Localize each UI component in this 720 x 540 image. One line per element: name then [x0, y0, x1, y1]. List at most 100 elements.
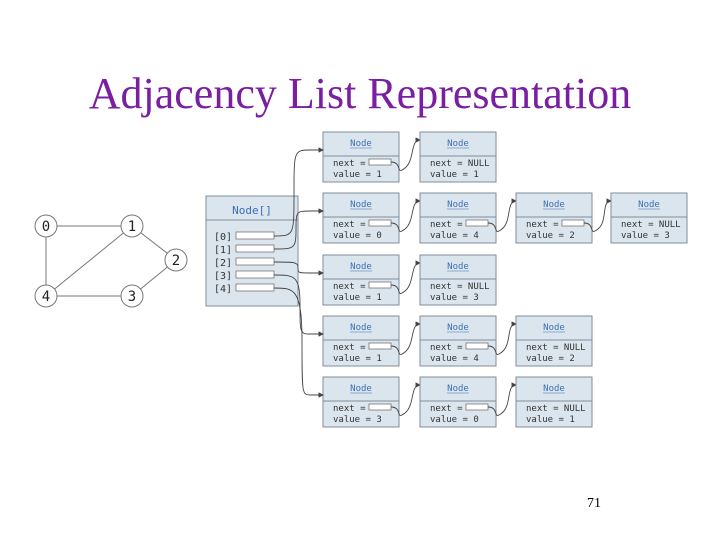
- list-node-header: Node: [543, 200, 565, 210]
- list-node-box: [610, 192, 688, 244]
- list-node: Node next =value = 3: [322, 376, 400, 428]
- list-node: Node next =value = 2: [515, 192, 593, 244]
- node-array-slot-label: [4]: [214, 284, 232, 295]
- list-node-header: Node: [350, 323, 372, 333]
- list-node-value: value = 2: [526, 231, 575, 241]
- list-node-box: [419, 315, 497, 367]
- list-node-next-label: next =: [430, 404, 463, 414]
- page-number: 71: [587, 496, 601, 511]
- list-node-header: Node: [350, 139, 372, 149]
- head-pointer-arrow: [273, 208, 324, 250]
- graph-vertex: [34, 284, 58, 308]
- node-array-slot-label: [1]: [214, 245, 232, 256]
- list-node: Node next =value = 1: [322, 131, 400, 183]
- pointer-cell: [368, 281, 392, 289]
- node-array-slot-label: [0]: [214, 232, 232, 243]
- node-array-slot-label: [2]: [214, 258, 232, 269]
- list-node-next-label: next =: [430, 220, 463, 230]
- graph-vertex-label: 2: [172, 253, 180, 269]
- list-node-value: value = 1: [526, 415, 575, 425]
- list-node-header: Node: [447, 262, 469, 272]
- next-pointer-arrow: [390, 321, 421, 355]
- next-pointer-arrow: [487, 198, 517, 232]
- list-node-next-label: next = NULL: [430, 159, 490, 169]
- pointer-cell: [368, 158, 392, 166]
- list-node-box: [515, 192, 593, 244]
- pointer-cell: [465, 403, 489, 411]
- pointer-cell: [235, 283, 275, 292]
- list-node-header: Node: [638, 200, 660, 210]
- list-node-value: value = 0: [430, 415, 479, 425]
- list-node-box: [419, 376, 497, 428]
- next-pointer-arrow: [390, 137, 421, 171]
- list-node-next-label: next =: [333, 159, 366, 169]
- list-node-box: [515, 376, 593, 428]
- head-pointer-arrow: [273, 274, 324, 337]
- list-node-value: value = 1: [333, 293, 382, 303]
- graph-vertex: [120, 284, 144, 308]
- list-node-box: [322, 376, 400, 428]
- list-node-next-label: next =: [333, 404, 366, 414]
- list-node-box: [515, 315, 593, 367]
- list-node-box: [419, 254, 497, 306]
- list-node-box: [322, 131, 400, 183]
- list-node-next-label: next =: [430, 343, 463, 353]
- graph-vertex-label: 3: [128, 289, 136, 305]
- list-node-header: Node: [350, 200, 372, 210]
- list-node-header: Node: [447, 200, 469, 210]
- list-node-next-label: next = NULL: [526, 404, 586, 414]
- list-node: Node next =value = 4: [419, 192, 497, 244]
- node-array-title: Node[]: [232, 204, 272, 217]
- next-pointer-arrow: [583, 198, 612, 232]
- next-pointer-arrow: [390, 198, 421, 232]
- list-node-next-label: next = NULL: [526, 343, 586, 353]
- list-node-header: Node: [543, 323, 565, 333]
- list-node-value: value = 3: [333, 415, 382, 425]
- list-node-box: [322, 315, 400, 367]
- list-node-next-label: next =: [333, 282, 366, 292]
- pointer-cell: [465, 219, 489, 227]
- head-pointer-arrow: [273, 287, 324, 398]
- next-pointer-arrow: [390, 382, 421, 416]
- list-node-header: Node: [350, 384, 372, 394]
- pointer-cell: [235, 231, 275, 240]
- graph-vertex-label: 1: [128, 219, 136, 235]
- list-node-header: Node: [447, 139, 469, 149]
- list-node-box: [322, 254, 400, 306]
- head-pointer-arrow: [273, 261, 324, 276]
- list-node-value: value = 1: [430, 170, 479, 180]
- graph-vertex: [34, 214, 58, 238]
- head-pointer-arrow: [273, 147, 324, 237]
- list-node-value: value = 1: [333, 170, 382, 180]
- slide-title: Adjacency List Representation: [88, 69, 632, 118]
- list-node-next-label: next =: [333, 220, 366, 230]
- next-pointer-arrow: [487, 321, 517, 355]
- list-node-next-label: next =: [333, 343, 366, 353]
- list-node-value: value = 3: [430, 293, 479, 303]
- list-node-header: Node: [543, 384, 565, 394]
- graph-vertex: [164, 248, 188, 272]
- list-node-next-label: next =: [526, 220, 559, 230]
- pointer-cell: [368, 403, 392, 411]
- list-node: Node next =value = 0: [322, 192, 400, 244]
- pointer-cell: [368, 342, 392, 350]
- list-node-value: value = 4: [430, 231, 479, 241]
- list-node-next-label: next = NULL: [621, 220, 681, 230]
- pointer-cell: [235, 257, 275, 266]
- graph-vertex-label: 0: [42, 219, 50, 235]
- list-node-box: [419, 192, 497, 244]
- list-node-value: value = 0: [333, 231, 382, 241]
- pointer-cell: [235, 270, 275, 279]
- node-array-slot-label: [3]: [214, 271, 232, 282]
